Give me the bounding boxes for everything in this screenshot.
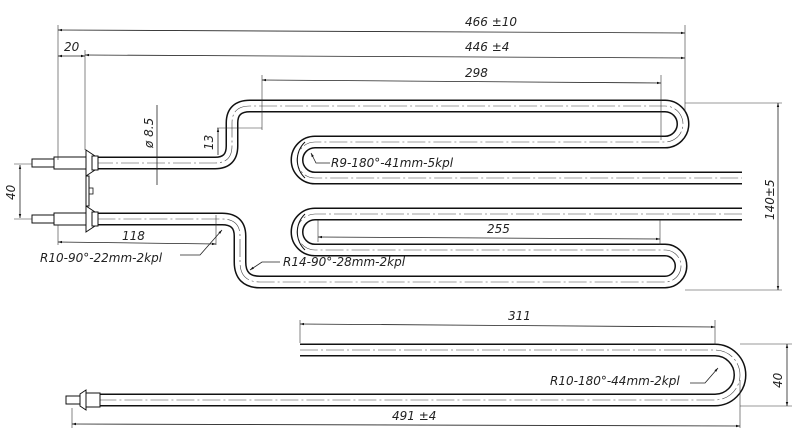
terminal-upper <box>31 149 99 177</box>
dim-body-length: 446 ±4 <box>465 40 509 54</box>
note-r9-bend: R9-180°-41mm-5kpl <box>331 156 454 170</box>
note-r14-bend: R14-90°-28mm-2kpl <box>283 255 406 269</box>
top-view-tube-lower <box>95 207 742 289</box>
dim-top-loop-length: 298 <box>465 66 488 80</box>
dim-tube-diameter: ø 8.5 <box>142 118 156 149</box>
dim-bottom-loop-length: 255 <box>487 222 510 236</box>
dim-side-overall-length: 491 ±4 <box>392 409 436 423</box>
side-view-tube <box>100 343 747 407</box>
side-view-terminal <box>65 389 101 411</box>
note-r10-90-bend: R10-90°-22mm-2kpl <box>40 251 163 265</box>
dim-overall-length: 466 ±10 <box>465 15 517 29</box>
dim-side-height: 40 <box>771 372 785 388</box>
terminal-lower <box>31 205 99 233</box>
dim-flange-offset: 20 <box>64 40 80 54</box>
dim-offset-height: 13 <box>202 135 216 150</box>
dim-side-loop-length: 311 <box>508 309 531 323</box>
dim-terminal-spacing: 40 <box>4 184 18 200</box>
dim-terminal-straight: 118 <box>122 229 145 243</box>
note-r10-180-bend: R10-180°-44mm-2kpl <box>550 374 680 388</box>
flange-plate <box>85 175 90 207</box>
dim-overall-width: 140±5 <box>763 179 777 220</box>
